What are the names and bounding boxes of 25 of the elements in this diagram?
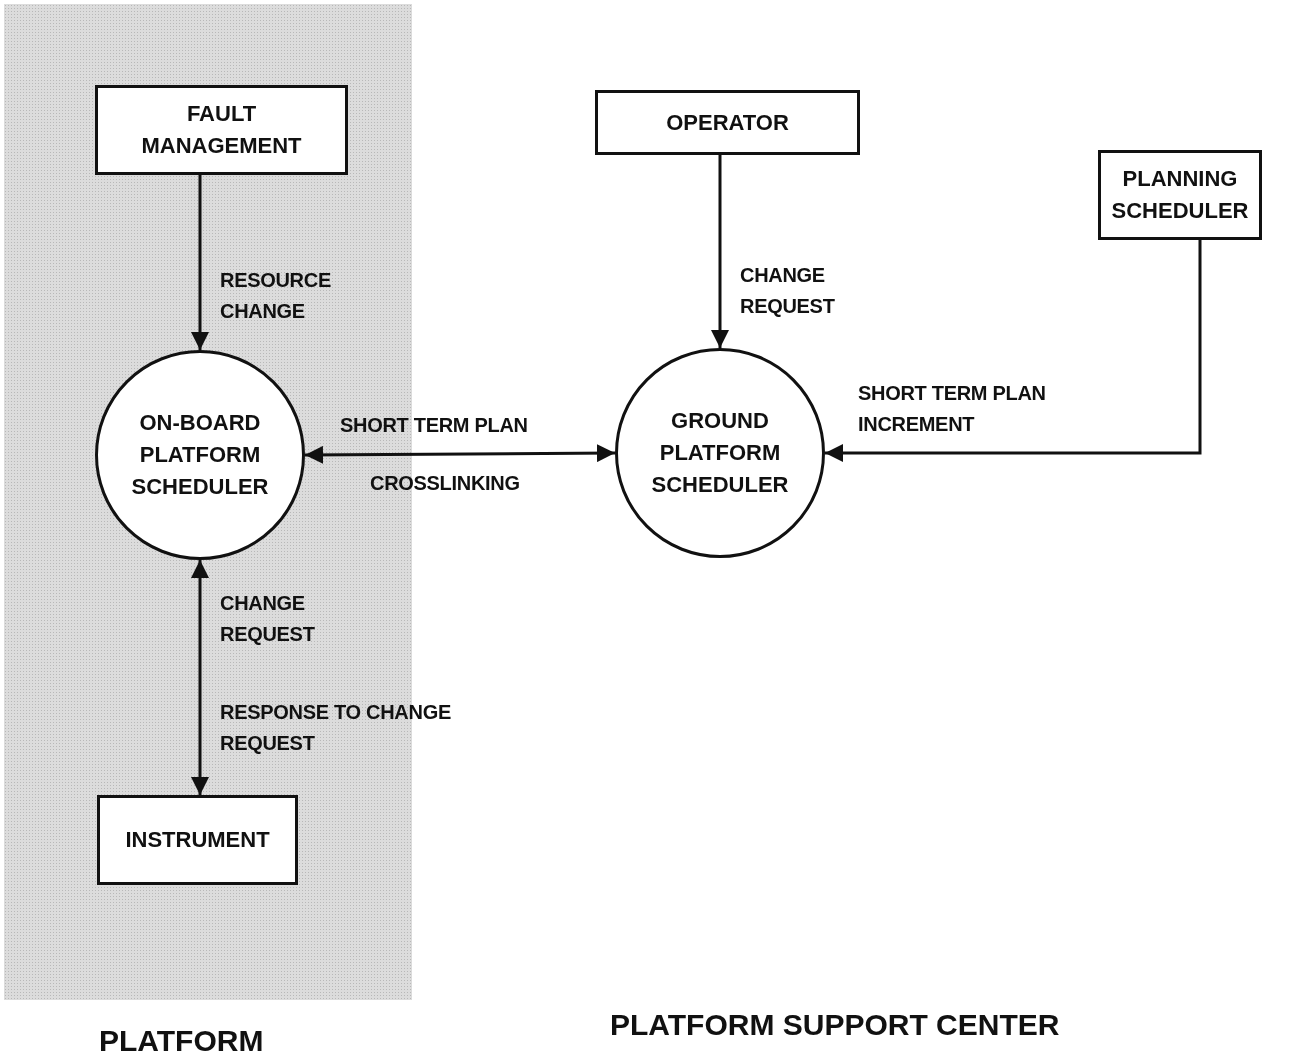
arrow: [191, 560, 209, 795]
arrow: [305, 444, 615, 464]
arrow: [711, 155, 729, 348]
process-circle: [95, 350, 305, 560]
edge-label: SHORT TERM PLAN: [340, 413, 529, 438]
entity-box: [95, 85, 348, 175]
node-label: ON-BOARD PLATFORM SCHEDULER: [130, 409, 270, 501]
arrow: [825, 240, 1202, 462]
arrow: [191, 175, 209, 350]
edge-label: SHORT TERM PLAN INCREMENT: [858, 381, 1047, 437]
entity-box: [1098, 150, 1262, 240]
node-label: GROUND PLATFORM SCHEDULER: [650, 407, 790, 499]
edge-label: RESOURCE CHANGE: [220, 268, 332, 324]
region-title: PLATFORM SUPPORT CENTER: [610, 1008, 1060, 1042]
edge-label: CHANGE REQUEST: [220, 591, 316, 647]
flow-label: RESPONSE TO CHANGE REQUEST: [220, 700, 452, 756]
entity-box: [97, 795, 298, 885]
node-label: INSTRUMENT: [124, 826, 271, 855]
node-label: OPERATOR: [665, 108, 790, 137]
entity-box: [595, 90, 860, 155]
flow-label: CROSSLINKING: [370, 471, 521, 496]
region-title: PLATFORM: [99, 1024, 264, 1058]
edge-label: CHANGE REQUEST: [740, 263, 836, 319]
node-label: FAULT MANAGEMENT: [140, 100, 303, 160]
node-label: PLANNING SCHEDULER: [1110, 165, 1250, 225]
